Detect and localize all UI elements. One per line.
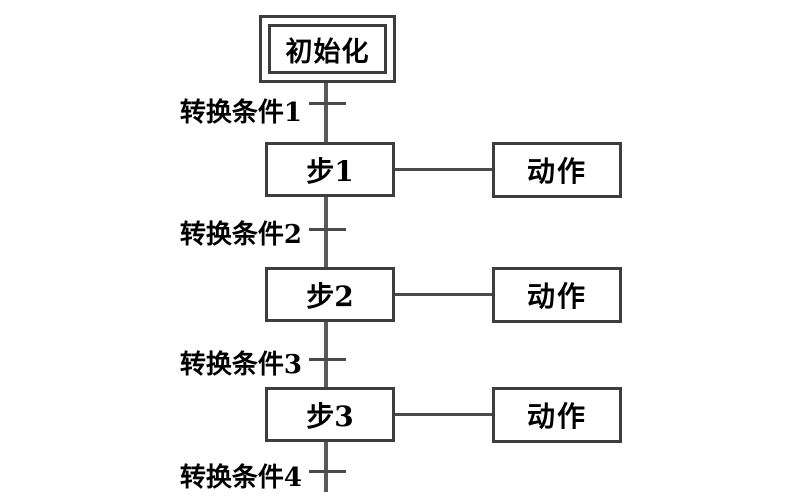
step-box-3: 步3 — [265, 387, 395, 442]
action-box-1: 动作 — [492, 142, 622, 198]
transition-tick-4 — [309, 470, 346, 473]
initial-step-inner-box: 初始化 — [268, 24, 387, 74]
step-label-2: 步2 — [306, 279, 354, 313]
flow-line-segment-1 — [324, 80, 328, 144]
transition-label-1: 转换条件1 — [179, 98, 302, 128]
action-connector-line-1 — [394, 168, 492, 171]
transition-label-2: 转换条件2 — [179, 220, 302, 250]
action-label-2: 动作 — [526, 280, 587, 313]
action-connector-line-3 — [394, 413, 492, 416]
step-box-1: 步1 — [265, 142, 395, 197]
transition-label-4: 转换条件4 — [179, 463, 302, 493]
transition-label-3: 转换条件3 — [179, 350, 302, 380]
flow-line-segment-4 — [324, 440, 328, 492]
action-label-3: 动作 — [526, 400, 587, 433]
transition-tick-1 — [309, 102, 346, 105]
action-connector-line-2 — [394, 293, 492, 296]
initial-step-box: 初始化 — [259, 15, 396, 83]
action-box-3: 动作 — [492, 387, 622, 443]
initial-step-label: 初始化 — [285, 36, 370, 68]
action-box-2: 动作 — [492, 267, 622, 323]
transition-tick-3 — [309, 358, 346, 361]
step-box-2: 步2 — [265, 267, 395, 322]
step-label-3: 步3 — [306, 399, 354, 433]
transition-tick-2 — [309, 228, 346, 231]
action-label-1: 动作 — [526, 155, 587, 188]
step-label-1: 步1 — [306, 154, 354, 188]
flow-line-segment-3 — [324, 319, 328, 389]
flow-line-segment-2 — [324, 195, 328, 271]
